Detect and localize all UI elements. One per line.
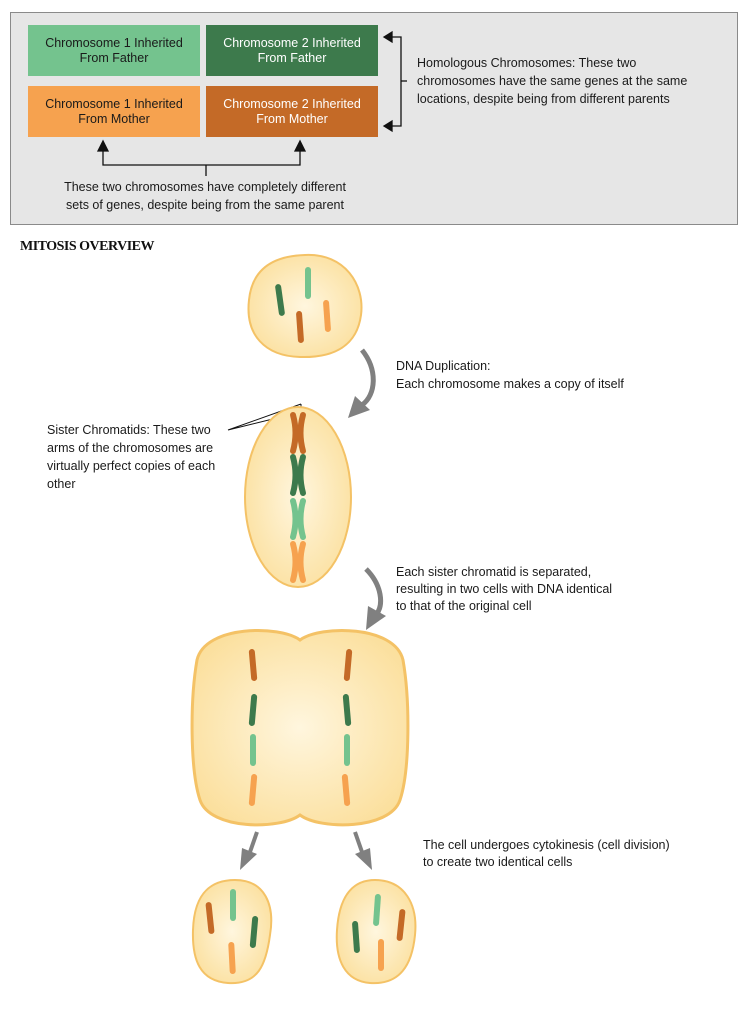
separation-text: Each sister chromatid is separated, xyxy=(396,565,591,579)
sister-chromatids-text: virtually perfect copies of each xyxy=(47,459,215,473)
legend-box-label: From Father xyxy=(80,51,149,65)
daughter-cell-right xyxy=(335,878,417,985)
legend-box-chr1-mother: Chromosome 1 Inherited From Mother xyxy=(28,86,200,137)
chromosome xyxy=(230,889,236,921)
legend-box-label: Chromosome 2 Inherited xyxy=(223,36,361,50)
different-bracket xyxy=(96,139,307,176)
different-text: sets of genes, despite being from the sa… xyxy=(66,198,344,212)
homologous-text: locations, despite being from different … xyxy=(417,92,670,106)
sister-chromatids-text: Sister Chromatids: These two xyxy=(47,423,211,437)
duplication-text: DNA Duplication: xyxy=(396,359,491,373)
homologous-text: Homologous Chromosomes: These two xyxy=(417,56,636,70)
legend-box-label: Chromosome 1 Inherited xyxy=(45,97,183,111)
section-title: MITOSIS OVERVIEW xyxy=(20,239,155,254)
legend-box-label: From Mother xyxy=(256,112,328,126)
cytokinesis-text: The cell undergoes cytokinesis (cell div… xyxy=(423,838,670,852)
legend-box-chr1-father: Chromosome 1 Inherited From Father xyxy=(28,25,200,76)
homologous-text: chromosomes have the same genes at the s… xyxy=(417,74,687,88)
legend-box-chr2-father: Chromosome 2 Inherited From Father xyxy=(206,25,378,76)
chromosome xyxy=(378,939,384,971)
legend-box-label: Chromosome 2 Inherited xyxy=(223,97,361,111)
cytokinesis-text: to create two identical cells xyxy=(423,855,572,869)
daughter-cell-left xyxy=(191,878,273,985)
chromosome xyxy=(250,734,256,766)
curved-arrow xyxy=(348,348,376,418)
sister-chromatids-text: other xyxy=(47,477,76,491)
split-arrows xyxy=(240,831,372,870)
separation-text: to that of the original cell xyxy=(396,599,532,613)
duplication-text: Each chromosome makes a copy of itself xyxy=(396,377,624,391)
legend-panel: Chromosome 1 Inherited From Father Chrom… xyxy=(10,12,738,225)
separation-text: resulting in two cells with DNA identica… xyxy=(396,582,612,596)
dividing-cell xyxy=(190,629,410,827)
homologous-bracket xyxy=(382,30,407,133)
legend-box-label: From Father xyxy=(258,51,327,65)
legend-box-chr2-mother: Chromosome 2 Inherited From Mother xyxy=(206,86,378,137)
legend-box-label: Chromosome 1 Inherited xyxy=(45,36,183,50)
chromosome xyxy=(305,267,311,299)
duplicated-cell xyxy=(244,406,352,588)
legend-box-label: From Mother xyxy=(78,112,150,126)
chromosome xyxy=(344,734,350,766)
parent-cell xyxy=(247,253,363,359)
curved-arrow xyxy=(364,567,386,630)
different-text: These two chromosomes have completely di… xyxy=(64,180,346,194)
sister-chromatids-text: arms of the chromosomes are xyxy=(47,441,213,455)
sister-pointer xyxy=(227,403,304,431)
